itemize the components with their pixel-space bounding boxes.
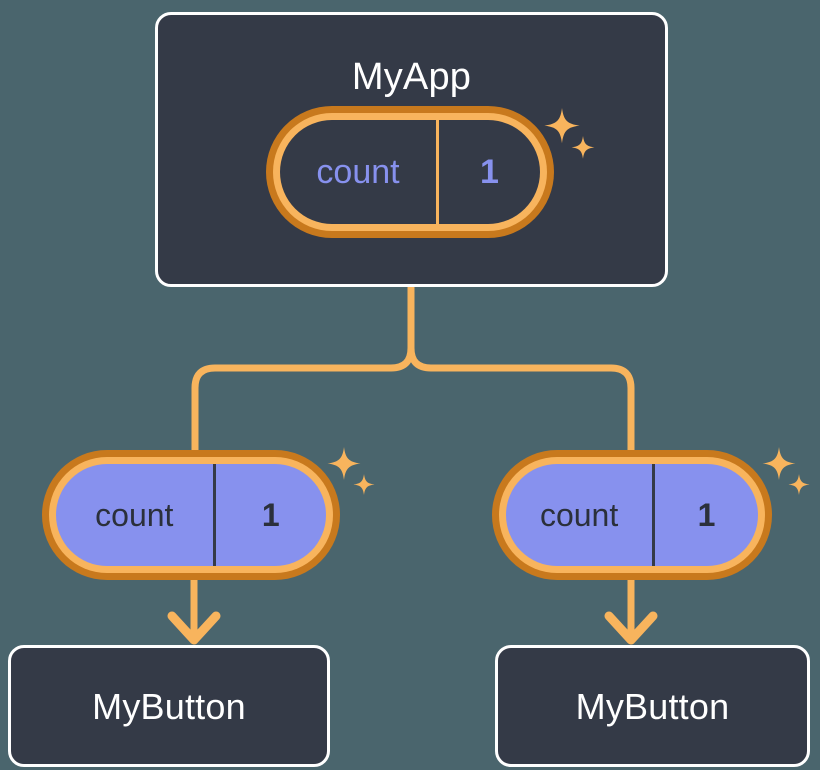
sparkle-small-glyph [788,474,810,495]
state-value: 1 [212,464,326,566]
state-key: count [539,496,619,533]
connector-trunk [191,284,415,456]
component-label: MyButton [575,686,730,727]
sparkle-small-glyph [353,474,375,495]
pill-inner-ring: count 1 [49,457,333,573]
connector-trunk-right [407,284,635,456]
sparkle-large-glyph [327,447,361,480]
pill-body: count 1 [56,464,326,566]
arrow-down-icon [604,611,658,645]
state-key: count [316,152,400,191]
state-value: 1 [436,120,540,224]
sparkle-large-glyph [762,447,796,480]
state-pill-root[interactable]: count 1 [266,106,554,238]
pill-body: count 1 [506,464,758,566]
component-card-mybutton-left[interactable]: MyButton [8,645,330,767]
state-value: 1 [652,464,758,566]
pill-body: count 1 [280,120,540,224]
component-card-mybutton-right[interactable]: MyButton [495,645,810,767]
component-label: MyButton [92,686,246,727]
arrow-down-icon [167,611,221,645]
state-key: count [95,496,174,533]
state-pill-branch-0[interactable]: count 1 [42,450,340,580]
state-pill-branch-1[interactable]: count 1 [492,450,772,580]
page-title: MyApp [351,56,472,98]
pill-inner-ring: count 1 [499,457,765,573]
pill-inner-ring: count 1 [273,113,547,231]
